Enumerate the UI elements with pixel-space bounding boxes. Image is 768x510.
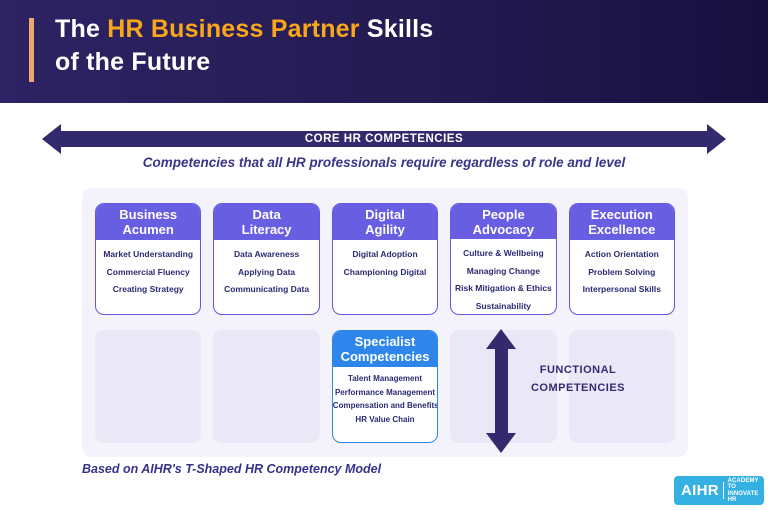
card-title: Specialist Competencies (332, 331, 438, 367)
card-title: Execution Excellence (569, 204, 674, 240)
card-items: Market Understanding Commercial Fluency … (96, 240, 200, 299)
core-competencies-label: CORE HR COMPETENCIES (304, 132, 464, 145)
page-title: The HR Business Partner Skills of the Fu… (55, 13, 433, 79)
competency-card-specialist: Specialist Competencies Talent Managemen… (331, 330, 439, 443)
tagline-line1: ACADEMY TO (727, 477, 759, 491)
competency-item: Communicating Data (224, 284, 310, 294)
card-items: Talent Management Performance Management… (333, 367, 437, 426)
arrow-down-icon (486, 433, 516, 453)
card-title: People Advocacy (451, 204, 556, 239)
competency-board: Business Acumen Market Understanding Com… (82, 188, 688, 457)
competency-item: Sustainability (475, 300, 532, 311)
card-title: Digital Agility (332, 204, 438, 240)
core-competencies-subtitle: Competencies that all HR professionals r… (142, 155, 626, 170)
card-items: Action Orientation Problem Solving Inter… (570, 240, 674, 299)
card-title: Business Acumen (96, 204, 201, 240)
aihr-logo: AIHR ACADEMY TO INNOVATE HR (674, 476, 764, 505)
aihr-logo-tagline: ACADEMY TO INNOVATE HR (728, 478, 759, 504)
competency-item: Market Understanding (103, 249, 194, 259)
functional-label-line1: FUNCTIONAL (539, 364, 617, 376)
arrow-right-icon (707, 123, 726, 154)
accent-bar (29, 18, 34, 82)
competency-card-digital-agility: Digital Agility Digital Adoption Champio… (331, 203, 439, 315)
title-post: Skills (366, 15, 434, 43)
card-items: Data Awareness Applying Data Communicati… (214, 240, 318, 299)
functional-competencies-label: FUNCTIONAL COMPETENCIES (517, 362, 639, 397)
competency-item: Managing Change (466, 265, 540, 276)
placeholder-box (213, 330, 320, 443)
core-competencies-arrow-bar: CORE HR COMPETENCIES (61, 130, 707, 147)
card-items: Culture & Wellbeing Managing Change Risk… (451, 239, 555, 314)
competency-item: Action Orientation (584, 249, 659, 259)
competency-item: Risk Mitigation & Ethics (454, 283, 552, 293)
arrow-up-icon (486, 329, 516, 349)
placeholder-box (568, 330, 675, 443)
arrow-left-icon (42, 123, 61, 154)
competency-card-business-acumen: Business Acumen Market Understanding Com… (95, 203, 202, 315)
competency-item: Culture & Wellbeing (463, 248, 544, 258)
competency-item: Performance Management (334, 387, 435, 397)
functional-competencies-arrow (486, 329, 516, 453)
placeholder-box (95, 330, 202, 443)
logo-divider (722, 482, 724, 499)
competency-item: Compensation and Benefits (332, 401, 439, 410)
source-note: Based on AIHR's T-Shaped HR Competency M… (82, 462, 382, 476)
competency-item: Applying Data (238, 266, 296, 277)
card-items: Digital Adoption Championing Digital (333, 240, 437, 281)
tagline-line2: INNOVATE HR (727, 490, 759, 504)
page-title-line2: of the Future (55, 48, 211, 76)
functional-label-line2: COMPETENCIES (530, 381, 625, 394)
card-title: Data Literacy (214, 204, 319, 240)
competency-item: Championing Digital (343, 266, 427, 277)
page-title-line1: The HR Business Partner Skills (55, 13, 433, 46)
title-highlight: HR Business Partner (107, 15, 360, 43)
arrow-bar (494, 349, 508, 433)
competency-card-data-literacy: Data Literacy Data Awareness Applying Da… (213, 203, 320, 315)
competency-card-people-advocacy: People Advocacy Culture & Wellbeing Mana… (450, 203, 557, 315)
competency-card-execution-excellence: Execution Excellence Action Orientation … (568, 203, 675, 315)
competency-item: Interpersonal Skills (582, 284, 661, 294)
competency-item: Digital Adoption (352, 249, 418, 259)
header-banner: The HR Business Partner Skills of the Fu… (0, 0, 768, 103)
competency-item: Talent Management (347, 374, 423, 383)
title-pre: The (55, 15, 101, 43)
competency-item: Creating Strategy (112, 284, 184, 294)
competency-item: Problem Solving (588, 266, 656, 277)
aihr-logo-wordmark: AIHR (681, 482, 719, 499)
competency-item: HR Value Chain (355, 414, 415, 424)
competency-item: Data Awareness (233, 249, 300, 259)
competency-item: Commercial Fluency (106, 266, 190, 277)
core-competencies-arrow: CORE HR COMPETENCIES (42, 123, 726, 154)
